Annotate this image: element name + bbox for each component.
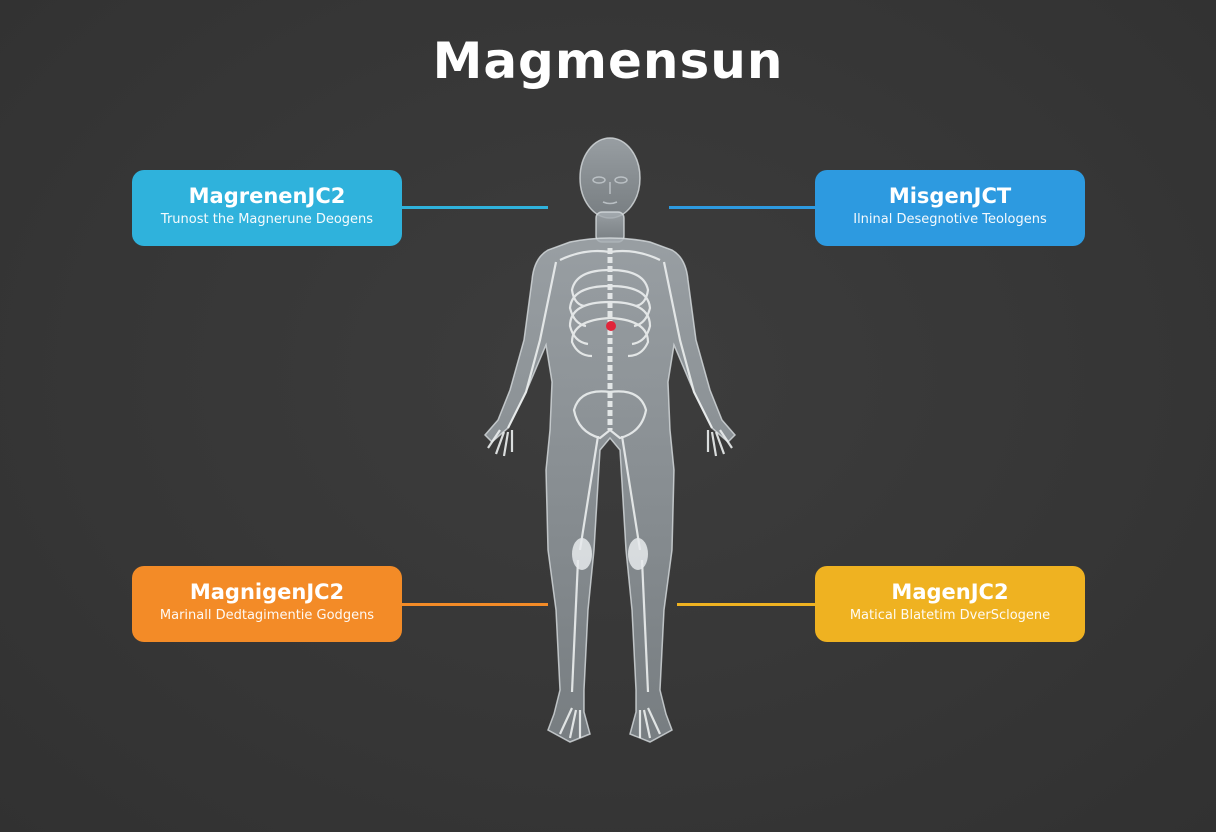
card-subtitle: Trunost the Magnerune Deogens	[160, 212, 374, 227]
card-bottom-left: MagnigenJC2 Marinall Dedtagimentie Godge…	[132, 566, 402, 642]
card-top-left: MagrenenJC2 Trunost the Magnerune Deogen…	[132, 170, 402, 246]
card-subtitle: Ilninal Desegnotive Teologens	[853, 212, 1047, 227]
human-skeleton-figure	[483, 137, 737, 743]
card-title: MisgenJCT	[888, 184, 1012, 208]
skeleton-bones	[487, 248, 733, 739]
connector-top-right	[669, 206, 815, 209]
marker-dot	[606, 321, 616, 331]
knee-right	[628, 538, 648, 570]
knee-left	[572, 538, 592, 570]
card-title: MagrenenJC2	[188, 184, 346, 208]
connector-bottom-left	[402, 603, 548, 606]
body-silhouette	[483, 137, 737, 743]
card-subtitle: Marinall Dedtagimentie Godgens	[159, 608, 375, 623]
card-top-right: MisgenJCT Ilninal Desegnotive Teologens	[815, 170, 1085, 246]
card-bottom-right: MagenJC2 Matical Blatetim DverSclogene	[815, 566, 1085, 642]
connector-bottom-right	[677, 603, 815, 606]
card-title: MagnigenJC2	[189, 580, 345, 604]
face	[592, 176, 628, 205]
connector-top-left	[402, 206, 548, 209]
diagram-title: Magmensun	[432, 32, 784, 90]
card-title: MagenJC2	[891, 580, 1009, 604]
card-subtitle: Matical Blatetim DverSclogene	[849, 608, 1051, 623]
